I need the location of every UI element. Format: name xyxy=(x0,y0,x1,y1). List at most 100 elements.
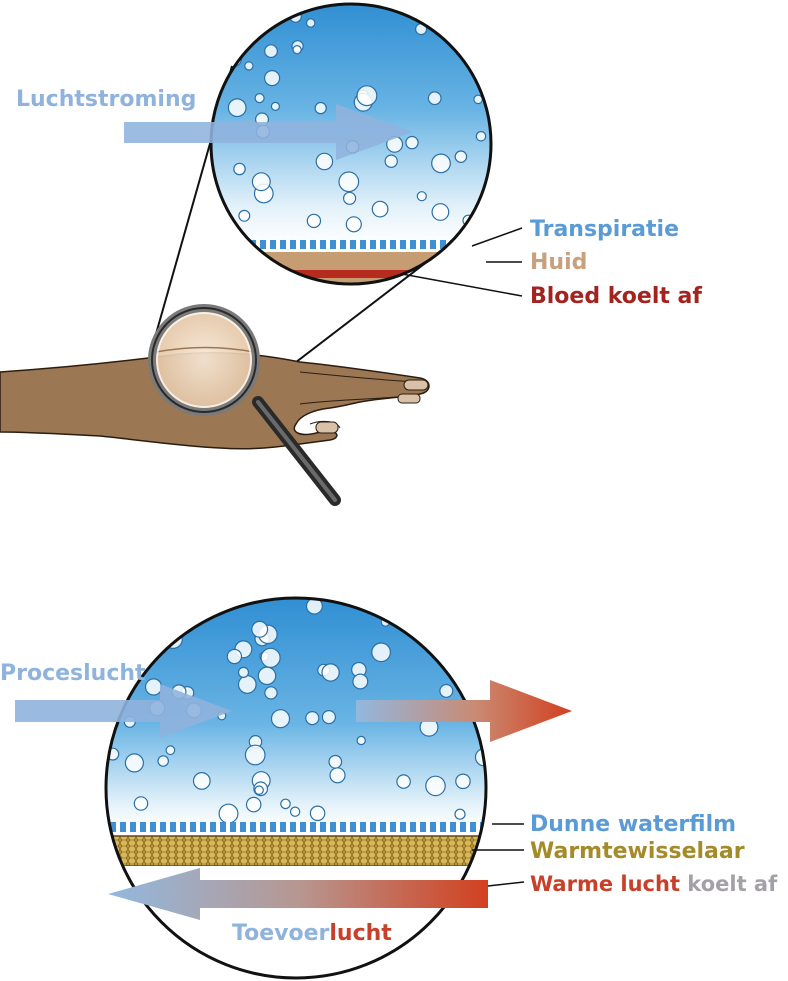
water-dash xyxy=(200,822,206,832)
bubble xyxy=(306,712,319,725)
bubble xyxy=(482,28,493,39)
water-dash xyxy=(330,240,336,249)
bubble xyxy=(272,710,290,728)
water-dash xyxy=(300,240,306,249)
water-dash xyxy=(320,822,326,832)
bubble xyxy=(307,19,315,27)
label-proceslucht: Proceslucht xyxy=(0,661,146,686)
bubble xyxy=(463,16,482,35)
water-dash xyxy=(270,240,276,249)
bubble xyxy=(476,132,485,141)
water-dash xyxy=(260,240,266,249)
bubble xyxy=(261,648,280,667)
water-dash xyxy=(280,822,286,832)
bubble xyxy=(252,173,270,191)
water-dash xyxy=(280,240,286,249)
bubble xyxy=(252,621,268,637)
bubble xyxy=(466,626,482,642)
water-dash xyxy=(300,822,306,832)
bubble xyxy=(271,102,279,110)
water-dash xyxy=(490,240,496,249)
water-dash xyxy=(210,822,216,832)
bubble xyxy=(245,745,265,765)
water-dash xyxy=(390,822,396,832)
water-dash xyxy=(390,240,396,249)
water-dash xyxy=(450,822,456,832)
bubble xyxy=(291,807,300,816)
water-dash xyxy=(400,240,406,249)
bubble xyxy=(316,153,332,169)
water-dash xyxy=(240,822,246,832)
bubble xyxy=(428,92,441,105)
heat-exchanger-layer xyxy=(100,836,495,866)
skin-layer xyxy=(200,252,510,270)
bubble xyxy=(339,172,359,192)
label-transpiratie: Transpiratie xyxy=(530,217,679,242)
water-dash xyxy=(430,822,436,832)
water-dash xyxy=(210,240,216,249)
bubble xyxy=(357,86,377,106)
label-koelt-af: koelt af xyxy=(680,872,778,896)
label-warmtewisselaar: Warmtewisselaar xyxy=(530,839,745,864)
water-dash xyxy=(250,822,256,832)
water-dash xyxy=(120,822,126,832)
water-dash xyxy=(220,822,226,832)
water-dash xyxy=(440,822,446,832)
water-dash xyxy=(240,240,246,249)
bubble xyxy=(406,137,418,149)
water-dash xyxy=(340,240,346,249)
bubble xyxy=(265,687,277,699)
label-toevoer: Toevoer xyxy=(232,921,329,946)
water-dash xyxy=(310,822,316,832)
bubble xyxy=(247,797,261,811)
bubble xyxy=(239,210,250,221)
bubble xyxy=(166,746,175,755)
bubble xyxy=(462,34,475,47)
water-dash xyxy=(360,822,366,832)
water-dash xyxy=(290,240,296,249)
label-toevoerlucht: Toevoerlucht xyxy=(232,921,392,946)
water-dash xyxy=(230,822,236,832)
bubble xyxy=(105,631,125,651)
water-dash xyxy=(330,822,336,832)
water-dash xyxy=(190,822,196,832)
water-dash xyxy=(100,822,106,832)
transpiration-layer xyxy=(200,240,510,249)
bubble xyxy=(125,754,143,772)
bubble xyxy=(310,806,324,820)
water-dash xyxy=(350,240,356,249)
water-dash xyxy=(180,822,186,832)
bubble xyxy=(372,201,388,217)
bubble xyxy=(346,217,361,232)
water-dash xyxy=(430,240,436,249)
bubble xyxy=(158,756,168,766)
water-dash xyxy=(370,240,376,249)
bubble xyxy=(454,602,473,621)
water-dash xyxy=(370,822,376,832)
bubble xyxy=(258,667,275,684)
water-dash xyxy=(420,822,426,832)
bubble xyxy=(474,95,482,103)
water-dash xyxy=(270,822,276,832)
bubble xyxy=(322,664,339,681)
bubble xyxy=(440,685,453,698)
water-dash xyxy=(360,240,366,249)
bubble xyxy=(281,799,290,808)
blood-layer xyxy=(200,270,510,278)
bubble xyxy=(265,71,280,86)
water-dash xyxy=(460,240,466,249)
water-dash xyxy=(130,822,136,832)
water-film-layer xyxy=(100,822,496,832)
label-dunne-waterfilm: Dunne waterfilm xyxy=(530,812,736,837)
label-lucht: lucht xyxy=(620,872,680,896)
water-dash xyxy=(160,822,166,832)
bubble xyxy=(117,642,132,657)
water-dash xyxy=(220,240,226,249)
bubble xyxy=(455,151,466,162)
water-dash xyxy=(290,822,296,832)
bubble xyxy=(194,773,211,790)
bubble xyxy=(134,797,147,810)
water-dash xyxy=(350,822,356,832)
bubble xyxy=(239,676,257,694)
